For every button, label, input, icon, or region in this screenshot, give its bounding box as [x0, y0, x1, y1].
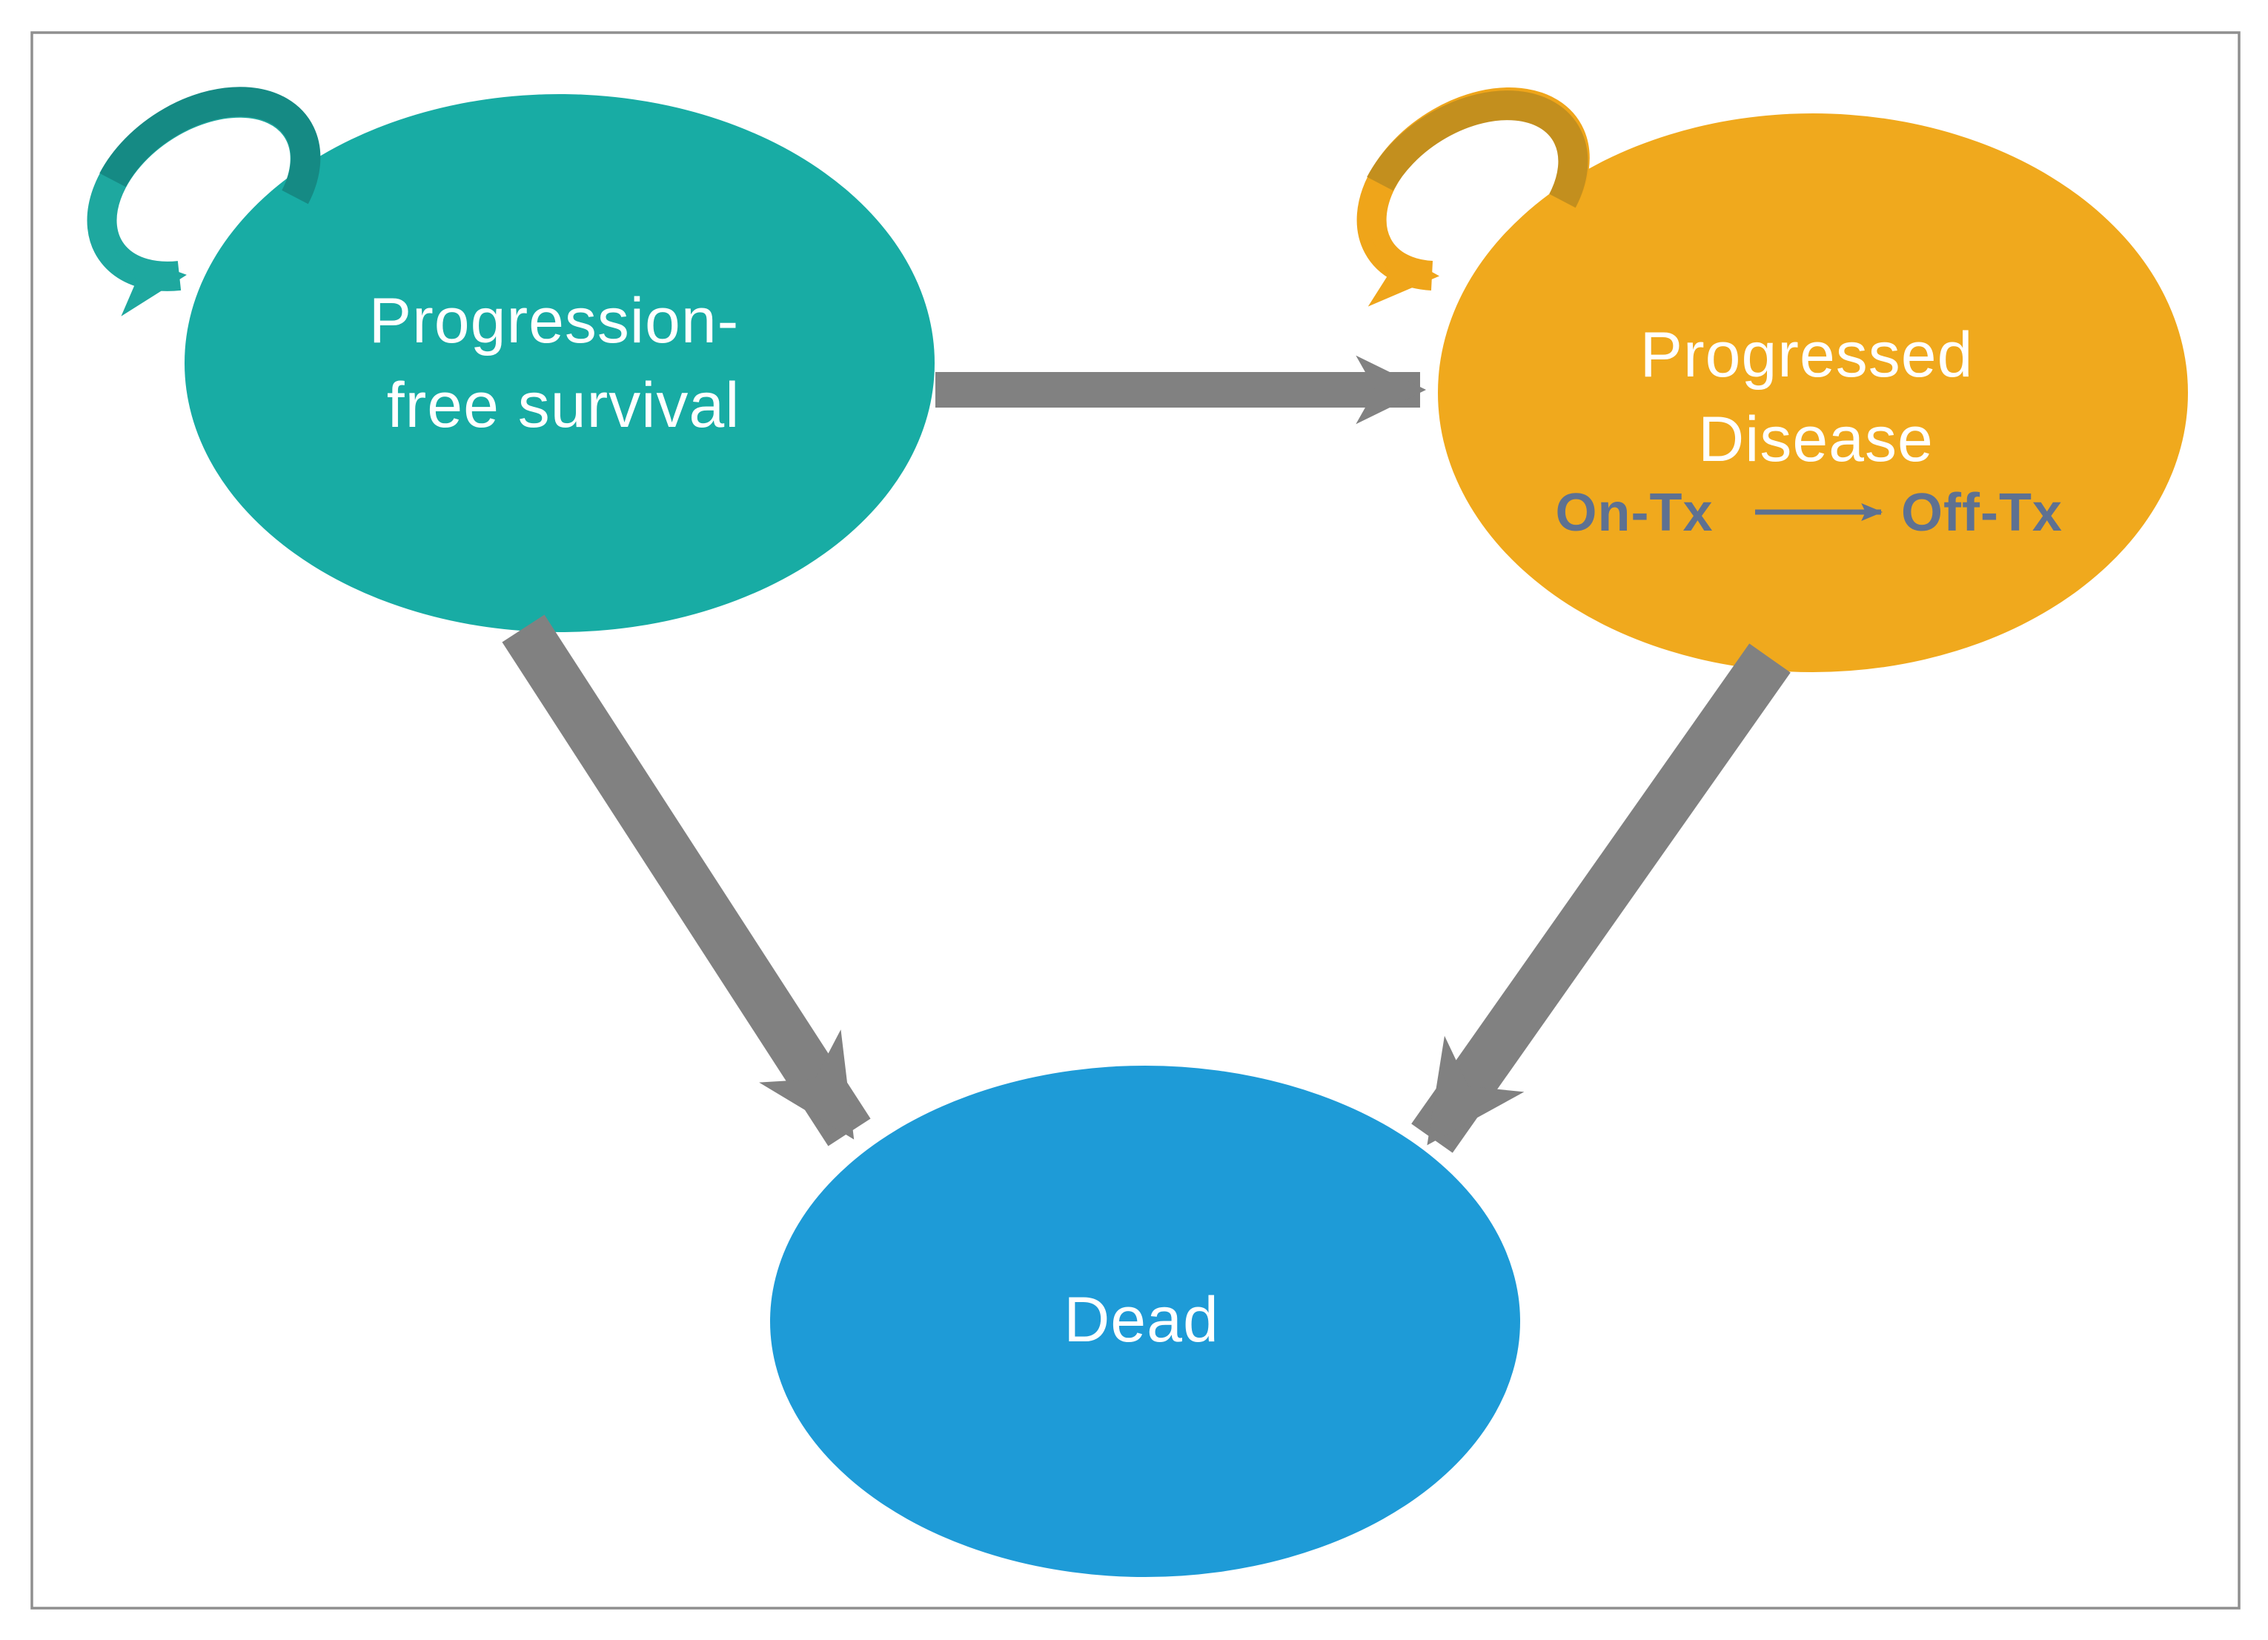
pd-substate-on-tx-label: On-Tx	[1556, 483, 1714, 542]
pfs-self-loop-arc-top	[99, 87, 321, 205]
transition-pd-to-dead-arrow	[1411, 643, 1791, 1153]
pd-label-line1: Progressed	[1640, 319, 1974, 391]
dead-label: Dead	[1064, 1284, 1219, 1355]
pd-label-line2: Disease	[1698, 404, 1934, 475]
pd-self-loop-arc-top	[1367, 90, 1588, 208]
pfs-label-line1: Progression-	[369, 285, 740, 356]
pfs-label: Progression- free survival	[369, 285, 757, 441]
transition-pfs-to-dead-arrow	[502, 614, 871, 1146]
pd-self-loop-arrow	[1356, 87, 1590, 307]
pd-label: Progressed Disease	[1640, 319, 1992, 475]
state-dead	[770, 1066, 1520, 1577]
state-progressed-disease	[1438, 113, 2188, 672]
pd-substate-annotation: On-Tx Off-Tx	[1556, 483, 2063, 542]
pd-substate-off-tx-label: Off-Tx	[1901, 483, 2063, 542]
state-progression-free-survival	[185, 94, 935, 632]
pfs-label-line2: free survival	[387, 370, 740, 441]
pfs-self-loop-arrow	[87, 87, 321, 316]
